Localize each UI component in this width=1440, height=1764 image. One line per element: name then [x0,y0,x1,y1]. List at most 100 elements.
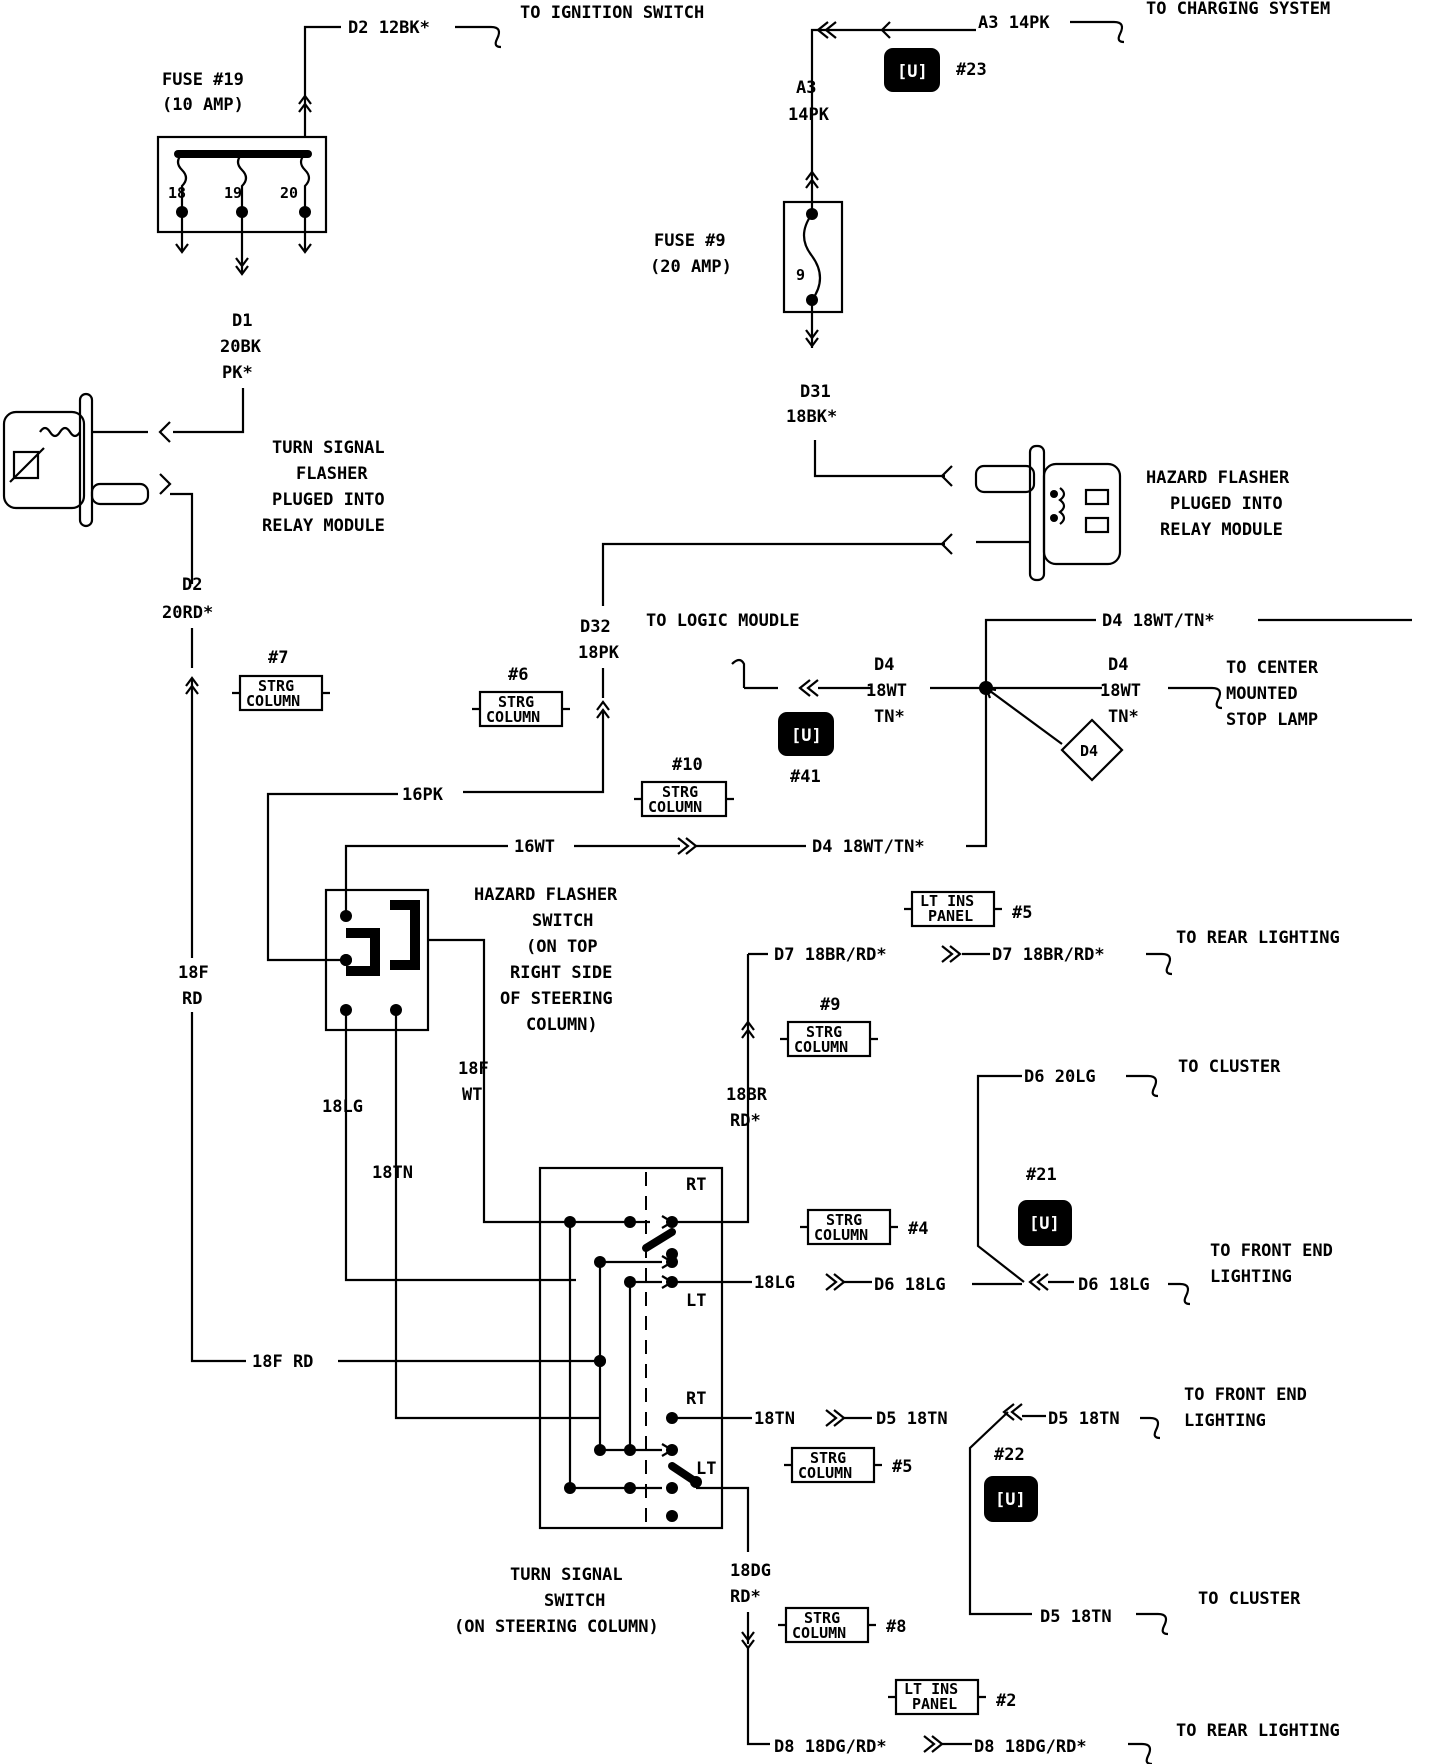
ref-5-lt: #5 [1012,903,1032,923]
strg-column-7: #7 STRG COLUMN [232,648,330,712]
front-end-d5-line-1: TO FRONT END [1184,1385,1307,1405]
strg-4-line-2: COLUMN [814,1226,868,1244]
hazard-flasher-switch: HAZARD FLASHER SWITCH (ON TOP RIGHT SIDE… [324,885,618,1420]
connector-23-label: #23 [956,60,987,80]
wire-d6-20lg: D6 20LG [1024,1067,1096,1087]
wire-18f-rd-bottom: RD [182,989,202,1009]
fuse-9-title: FUSE #9 [654,231,726,251]
to-charging-system: TO CHARGING SYSTEM [1146,0,1330,19]
fuse-9-pin: 9 [796,266,805,284]
wire-d4-right-gauge: 18WT [1100,681,1141,701]
connector-41-label: #41 [790,767,821,787]
wire-d5-cluster: D5 18TN TO CLUSTER [1040,1589,1301,1636]
to-ignition-switch: TO IGNITION SWITCH [520,3,704,23]
wire-18f-wt-1: 18F [458,1059,489,1079]
wire-d4-left-code: D4 [874,655,894,675]
connector-22-label: #22 [994,1445,1025,1465]
fuse-9-block: FUSE #9 (20 AMP) 9 [650,140,844,348]
hazard-flasher-line-3: RELAY MODULE [1160,520,1283,540]
strg-9-line-2: COLUMN [794,1038,848,1056]
hazard-switch-line-3: (ON TOP [526,937,598,957]
lt-ins-5-line-1: LT INS [920,892,974,910]
to-rear-lighting-d7: TO REAR LIGHTING [1176,928,1340,948]
center-stop-line-2: MOUNTED [1226,684,1298,704]
strg-column-5: STRG COLUMN #5 [784,1446,912,1484]
wire-d7-left: D7 18BR/RD* [774,945,887,965]
switch-rt-1: RT [686,1175,706,1195]
wire-d31-code: D31 [800,382,831,402]
hazard-flasher-line-2: PLUGED INTO [1170,494,1283,514]
ref-5-strg: #5 [892,1457,912,1477]
switch-lt-2: LT [696,1459,716,1479]
fuse-19-pin-18: 18 [168,184,186,202]
hazard-switch-line-1: HAZARD FLASHER [474,885,618,905]
wire-d2-20rd: D2 20RD* 18F RD 18F RD [162,575,606,1372]
wire-a3-gauge: 14PK [788,105,830,125]
wire-18dg-gauge: 18DG [730,1561,771,1581]
turn-signal-switch: RT LT RT LT [454,1102,750,1637]
wire-18f-wt-2: WT [462,1085,482,1105]
wire-d5-cluster-label: D5 18TN [1040,1607,1112,1627]
wire-d4-right-color: TN* [1108,707,1139,727]
ref-2: #2 [996,1691,1016,1711]
strg-column-4: STRG COLUMN #4 [800,1208,928,1246]
wire-d8-right: D8 18DG/RD* [974,1737,1087,1757]
hazard-switch-line-2: SWITCH [532,911,593,931]
lt-ins-panel-2: LT INS PANEL #2 [888,1678,1016,1716]
wire-d4-top-label: D4 18WT/TN* [1102,611,1215,631]
strg-6-line-1: STRG [498,693,534,711]
connector-21-label: #21 [1026,1165,1057,1185]
fuse-19-rating: (10 AMP) [162,95,244,115]
strg-10-line-2: COLUMN [648,798,702,816]
wire-d4-left-gauge: 18WT [866,681,907,701]
connector-23-glyph: [U] [897,62,928,82]
wire-18f-rd-label: 18F RD [252,1352,313,1372]
wire-d7: D7 18BR/RD* D7 18BR/RD* TO REAR LIGHTING… [726,928,1340,1131]
to-logic-module: TO LOGIC MOUDLE [646,611,800,631]
ref-8: #8 [886,1617,906,1637]
strg-5-line-2: COLUMN [798,1464,852,1482]
d4-junction: TO LOGIC MOUDLE D4 18WT TN* D4 18WT/TN* … [646,611,1412,857]
ref-9: #9 [820,995,840,1015]
wire-18dg-color: RD* [730,1587,761,1607]
strg-7-line-2: COLUMN [246,692,300,710]
strg-9-line-1: STRG [806,1023,842,1041]
center-stop-line-1: TO CENTER [1226,658,1319,678]
turn-switch-line-1: TURN SIGNAL [510,1565,623,1585]
wire-18lg-switch: 18LG [754,1273,795,1293]
ref-4: #4 [908,1219,928,1239]
hazard-switch-line-5: OF STEERING [500,989,613,1009]
wire-d7-right: D7 18BR/RD* [992,945,1105,965]
strg-column-9: #9 STRG COLUMN [780,995,878,1058]
wire-d4-bottom-label: D4 18WT/TN* [812,837,925,857]
wire-d6-cluster: D6 20LG TO CLUSTER #21 [U] [976,1057,1281,1283]
wire-d2-12bk: D2 12BK* TO IGNITION SWITCH [298,3,704,137]
turn-signal-flasher: TURN SIGNAL FLASHER PLUGED INTO RELAY MO… [2,392,385,584]
connector-22-glyph: [U] [995,1490,1026,1510]
front-end-d5-line-2: LIGHTING [1184,1411,1266,1431]
wire-d32-gauge: 18PK [578,643,620,663]
turn-flasher-line-4: RELAY MODULE [262,516,385,536]
wire-a3-label: A3 14PK [978,13,1050,33]
switch-rt-2: RT [686,1389,706,1409]
to-rear-lighting-d8: TO REAR LIGHTING [1176,1721,1340,1741]
turn-switch-line-3: (ON STEERING COLUMN) [454,1617,659,1637]
wire-d8: 18DG RD* D8 18DG/RD* D8 18DG/RD* TO REAR… [730,1561,1340,1764]
strg-6-line-2: COLUMN [486,708,540,726]
hazard-switch-line-4: RIGHT SIDE [510,963,612,983]
wire-d6-front: 18LG D6 18LG D6 18LG TO FRONT END LIGHTI… [672,1241,1333,1306]
hazard-flasher-line-1: HAZARD FLASHER [1146,468,1290,488]
wire-d32-code: D32 [580,617,611,637]
to-cluster-d6: TO CLUSTER [1178,1057,1281,1077]
wire-d8-left: D8 18DG/RD* [774,1737,887,1757]
strg-7-line-1: STRG [258,677,294,695]
wire-18br-color: RD* [730,1111,761,1131]
wire-d5-front: 18TN D5 18TN D5 18TN TO FRONT END LIGHTI… [672,1385,1307,1616]
wire-d4-right-code: D4 [1108,655,1128,675]
fuse-19-pin-19: 19 [224,184,242,202]
ref-7: #7 [268,648,288,668]
wire-d5-mid: D5 18TN [876,1409,948,1429]
turn-flasher-line-2: FLASHER [296,464,368,484]
wire-d31-gauge: 18BK* [786,407,837,427]
